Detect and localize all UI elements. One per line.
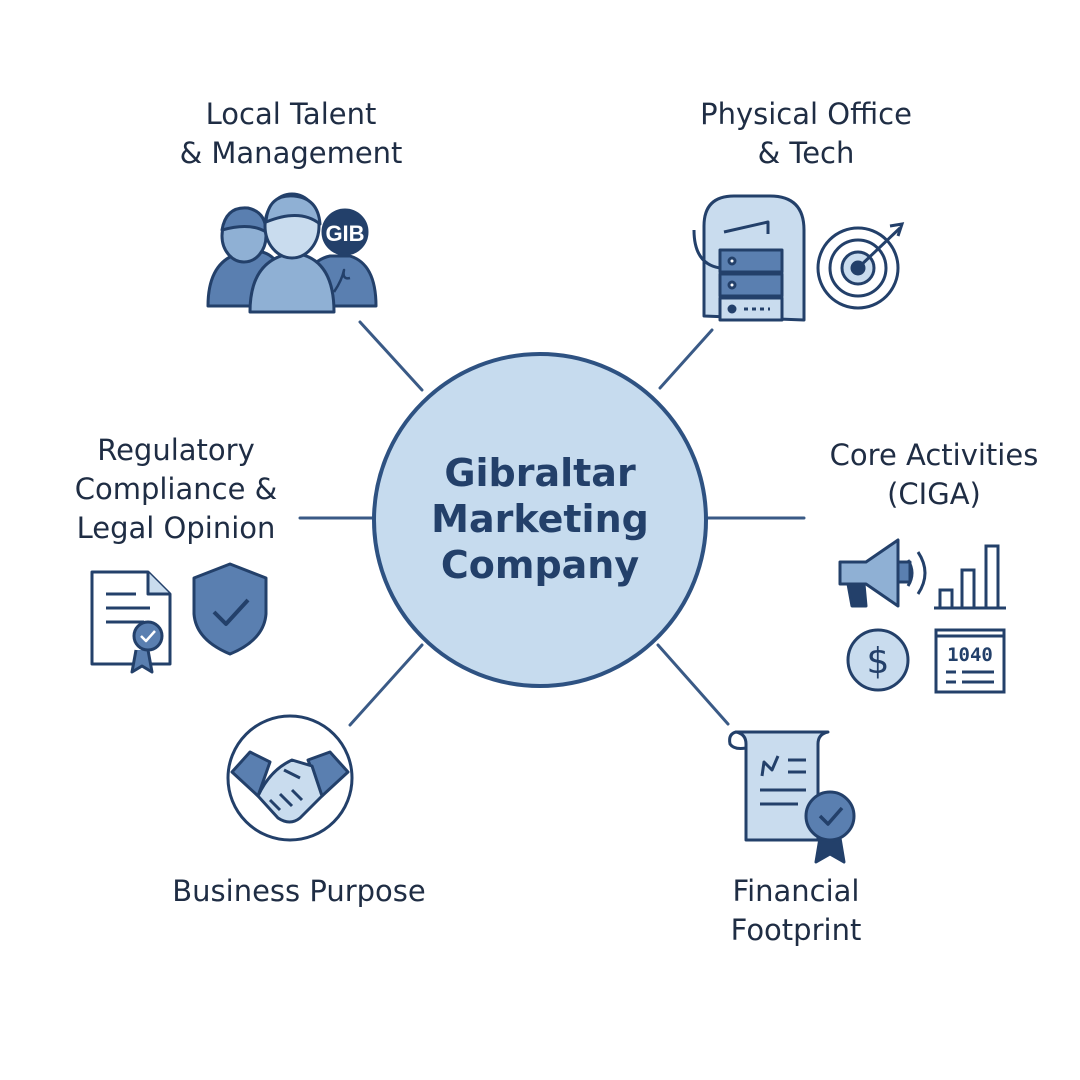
label-line: Core Activities [829, 438, 1039, 472]
label-core: Core Activities (CIGA) [830, 436, 1039, 514]
certificate-icon [90, 570, 172, 674]
hub-title: Gibraltar Marketing Company [390, 450, 690, 588]
hub-title-line: Company [440, 543, 640, 587]
label-line: Regulatory [97, 433, 255, 467]
connector-office [658, 328, 714, 390]
label-compliance: Regulatory Compliance & Legal Opinion [75, 431, 278, 548]
financial-document-icon [728, 730, 856, 864]
hub-circle [372, 352, 708, 688]
connector-financial [656, 643, 730, 726]
label-line: Local Talent [205, 97, 377, 131]
dollar-coin-icon: $ [846, 628, 910, 692]
connector-talent [358, 320, 424, 392]
label-line: Financial [732, 874, 860, 908]
label-financial: Financial Footprint [731, 872, 862, 950]
label-purpose: Business Purpose [172, 872, 425, 911]
hub-title-line: Gibraltar [444, 451, 636, 495]
tax-form-icon: 1040 [934, 628, 1006, 694]
tax-form-number: 1040 [947, 644, 993, 666]
hub-title-line: Marketing [431, 497, 649, 541]
label-line: & Management [179, 136, 403, 170]
bar-chart-icon [934, 544, 1006, 610]
label-talent: Local Talent & Management [180, 95, 403, 173]
connector-purpose [348, 643, 424, 727]
label-office: Physical Office & Tech [700, 95, 912, 173]
connectors [298, 320, 806, 727]
megaphone-icon [838, 538, 927, 608]
gib-badge: GIB [325, 221, 364, 246]
label-line: Footprint [730, 913, 862, 947]
handshake-icon [226, 714, 354, 842]
label-line: Physical Office [700, 97, 912, 131]
people-icon: GIB [206, 192, 378, 314]
target-icon [816, 222, 905, 310]
label-line: (CIGA) [887, 477, 981, 511]
svg-text:$: $ [867, 641, 890, 682]
label-line: & Tech [757, 136, 855, 170]
label-line: Business Purpose [172, 874, 426, 908]
label-line: Compliance & [74, 472, 278, 506]
shield-icon [192, 562, 268, 656]
label-line: Legal Opinion [76, 511, 276, 545]
server-office-icon [692, 194, 806, 322]
